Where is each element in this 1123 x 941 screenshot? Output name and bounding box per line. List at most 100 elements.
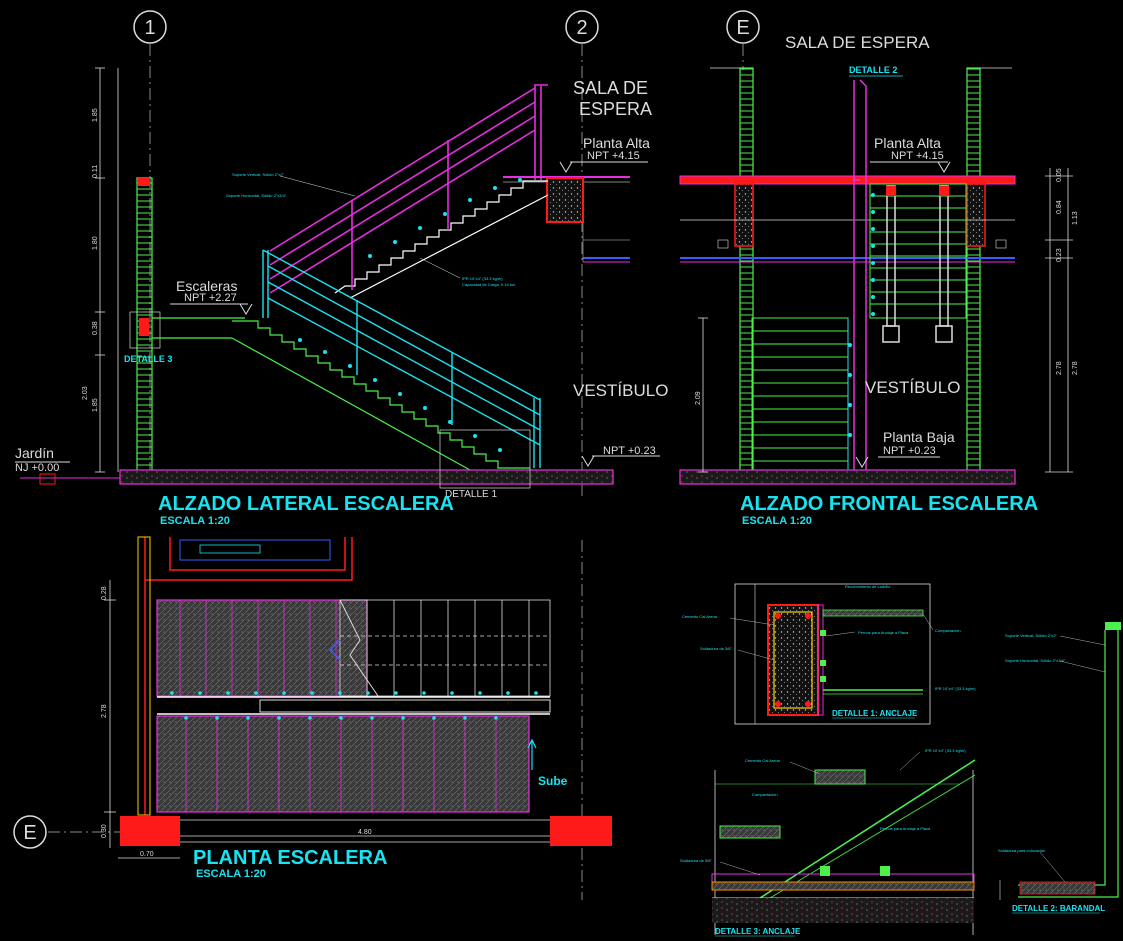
stair-plan: Sube 0.28 2.78 0.30 4.80 0.70 PLANTA ESC… [101,536,612,880]
detail-3-callout-box [129,311,161,349]
level-name-ground: Jardín [15,445,54,461]
lateral-dim-2: 0.11 [92,165,99,178]
detail-3-label: DETALLE 3: ANCLAJE [715,927,801,936]
lateral-note-2: Soporte Horizontal, Sólido 2"x3/4" [226,193,287,198]
detail-3-note-2: IPR 10"x4" (33.3 kg/m) [925,748,966,753]
stair-tread-anchors [298,178,522,452]
plan-up-label: Sube [538,774,568,788]
detail-2-label: DETALLE 2: BARANDAL [1012,904,1105,913]
frontal-upper-slab [679,175,1016,185]
frontal-space-lower: VESTÍBULO [865,378,960,397]
plan-title: PLANTA ESCALERA [193,847,387,869]
svg-text:1: 1 [144,17,155,39]
level-value-frontal-top: NPT +4.15 [891,150,944,162]
space-label-upper-2: ESPERA [579,99,652,119]
frontal-title: ALZADO FRONTAL ESCALERA [740,493,1038,515]
detail-note-1: Cemento Cal Arena [682,614,718,619]
lateral-dim-4: 0.38 [92,321,99,335]
lower-railing [262,249,541,468]
level-name-frontal-bottom: Planta Baja [883,429,955,445]
plan-dim-1: 0.28 [101,586,108,600]
detail-1-tag: DETALLE 1 [445,489,497,500]
detail-2-note-1: Soporte Vertical, Sólido 2"x2" [1005,633,1058,638]
lateral-elevation: 1.85 0.11 1.80 0.38 1.85 2.03 [15,67,668,527]
detail-2-note-2: Soporte Horizontal, Sólido 2"x3/4" [1005,658,1066,663]
lateral-dim-1: 1.85 [92,108,99,122]
detail-3-note-4: Pernos para Anclaje a Placa [880,826,931,831]
lateral-dim-3: 1.80 [92,236,99,250]
level-value-frontal-bottom: NPT +0.23 [883,445,936,457]
lateral-dimension-line [95,67,119,473]
frontal-dim-3: 1.13 [1072,211,1079,225]
detail-3-note-1: Cemento Cal Arena [745,758,781,763]
frontal-dim-5: 2.78 [1056,361,1063,375]
frontal-detail-2-tag: DETALLE 2 [849,65,897,75]
frontal-dim-2: 0.84 [1056,200,1063,214]
detail-3-tag: DETALLE 3 [124,354,172,364]
frontal-dim-4: 0.23 [1056,248,1063,262]
detail-note-4: Compactación [935,628,961,633]
frontal-column-right [966,67,981,473]
plan-wall-left [120,816,180,846]
upper-railing [269,84,548,294]
frontal-column-left [739,67,754,473]
detail-2-note-3: Soldadura para colocación [998,848,1045,853]
plan-up-arrow [527,738,537,770]
lateral-title: ALZADO LATERAL ESCALERA [158,493,454,515]
level-name-lateral-top: Planta Alta [583,135,650,151]
level-marker-lateral-top [559,161,648,173]
frontal-scale: ESCALA 1:20 [742,515,812,527]
frontal-ground-slab [679,469,1016,485]
plan-wall-right [550,816,612,846]
level-marker-frontal-bottom [855,456,940,468]
grid-marker-2: 2 [565,10,599,44]
detail-3-note-3: Compactación [752,792,778,797]
plan-dim-4: 4.80 [358,829,372,836]
detail-1-column [767,604,819,716]
detail-note-6: Recubrimiento de Ladrillo [845,584,891,589]
frontal-railing [853,79,867,472]
detail-1-label: DETALLE 1: ANCLAJE [832,709,918,718]
lateral-dim-5: 1.85 [92,398,99,412]
svg-text:E: E [23,822,36,844]
svg-text:2: 2 [576,17,587,39]
level-name-frontal-top: Planta Alta [874,135,941,151]
frontal-dimension-lines [698,168,1073,473]
level-value-landing: NPT +2.27 [184,292,237,304]
level-marker-landing [170,303,253,315]
lateral-dim-6: 2.03 [82,386,89,400]
lateral-ground-slab [119,469,614,485]
detail-3-note-5: Soldadura de 3/8" [680,858,712,863]
svg-text:E: E [736,17,749,39]
lower-stair-flight [152,317,530,471]
frontal-elevation: SALA DE ESPERA DETALLE 2 [679,33,1079,527]
grid-marker-e-top: E [726,10,760,44]
space-label-upper-1: SALA DE [573,78,648,98]
detail-note-3: Soldadura de 3/8" [700,646,732,651]
grid-marker-e-left: E [13,815,47,849]
detail-3-anchor: DETALLE 3: ANCLAJE Cemento Cal Arena IPR… [680,748,976,937]
plan-lower-flight [156,715,530,813]
detail-1-anchor: DETALLE 1: ANCLAJE Cemento Cal Arena Per… [682,583,976,725]
frontal-upper-stair [869,183,967,319]
detail-2-railing: DETALLE 2: BARANDAL Soporte Vertical, Só… [998,622,1121,914]
lateral-upper-beam [546,177,584,223]
level-marker-frontal-top [870,161,951,173]
plan-upper-flight [156,599,368,697]
lateral-note-3: IPR 10"x4" (33.3 kg/m) [462,276,503,281]
lateral-note-4: Capacidad de Carga: 0.14 ton [462,282,515,287]
frontal-dim-1: 0.05 [1056,168,1063,182]
frontal-dim-7: 2.09 [695,391,702,405]
level-marker-lateral-bottom [581,455,660,467]
grid-marker-1: 1 [133,10,167,44]
detail-note-2: Pernos para Anclaje a Placa [858,630,909,635]
level-value-lateral-bottom: NPT +0.23 [603,445,656,457]
lateral-note-1: Soporte Vertical, Sólido 2"x2" [232,172,285,177]
level-value-ground: NJ +0.00 [15,462,59,474]
plan-dimension-lines [104,580,550,859]
plan-dim-2: 2.78 [101,704,108,718]
frontal-dim-6: 2.78 [1072,361,1079,375]
detail-1-callout-box [439,429,531,489]
plan-dim-3: 0.30 [101,824,108,838]
